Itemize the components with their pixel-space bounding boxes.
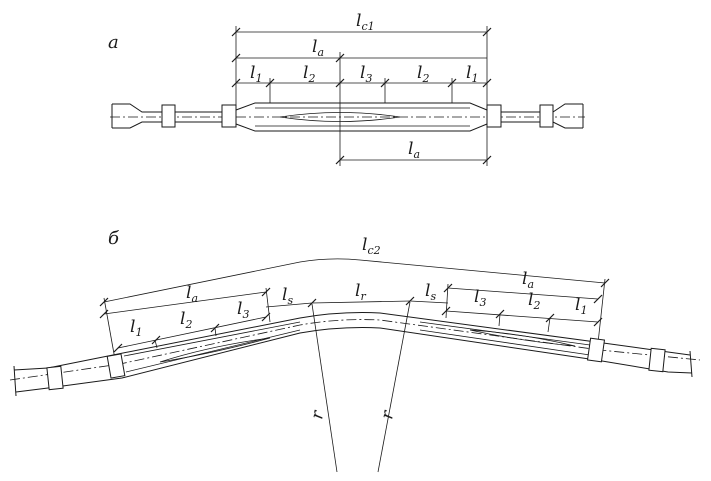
clamp-block [221,104,237,128]
label-lc2: lc2 [362,235,381,257]
clamp-block [46,365,64,391]
label-la-left: la [186,283,198,305]
conductor-top-b [13,312,691,371]
dim-line-lc2 [103,258,606,303]
panel-label-b: б [108,228,120,249]
left-end-a [112,103,162,129]
clamp-block [106,353,126,379]
clamp-block [648,347,666,373]
label-r-left: r [307,409,328,421]
sleeve-body-a [235,102,488,132]
label-l2-right: l2 [528,290,540,312]
label-l1-right: l1 [575,295,587,317]
dim-line-left-segments [117,316,267,349]
label-l3-left: l3 [237,299,249,321]
label-l3: l3 [360,63,372,85]
dim-ticks-a [231,27,492,165]
dim-line-lr [311,300,411,304]
conductor-bottom-b [15,327,693,393]
label-lr: lr [355,281,366,303]
label-l2-left: l2 [303,63,315,85]
clamp-block [539,104,554,128]
radius-line-right [377,301,411,473]
label-l1-left: l1 [250,63,262,85]
label-la-right: la [522,269,534,291]
dim-ticks-b [99,278,610,353]
label-r-right: r [377,409,398,421]
dim-line-la-left [103,291,267,315]
label-la-top: la [312,37,324,59]
label-la-bottom: la [408,139,420,161]
panel-label-a: a [108,32,119,53]
figure-a: a [108,11,585,166]
label-l3-right: l3 [474,287,486,309]
label-l1-right: l1 [466,63,478,85]
label-l2-right: l2 [417,63,429,85]
label-l2-left: l2 [180,309,192,331]
figure-b: б [9,228,701,473]
label-ls-left: ls [282,285,293,307]
label-lc1: lc1 [356,11,375,33]
label-l1-left: l1 [130,317,142,339]
label-ls-right: ls [425,281,436,303]
radius-line-left [311,303,338,473]
dim-line-right-segments [445,310,599,323]
dim-line-la-right [447,287,599,300]
clamp-block [161,104,176,128]
centerline-b [9,319,701,381]
clamp-block [586,337,606,363]
clamp-block [486,104,502,128]
